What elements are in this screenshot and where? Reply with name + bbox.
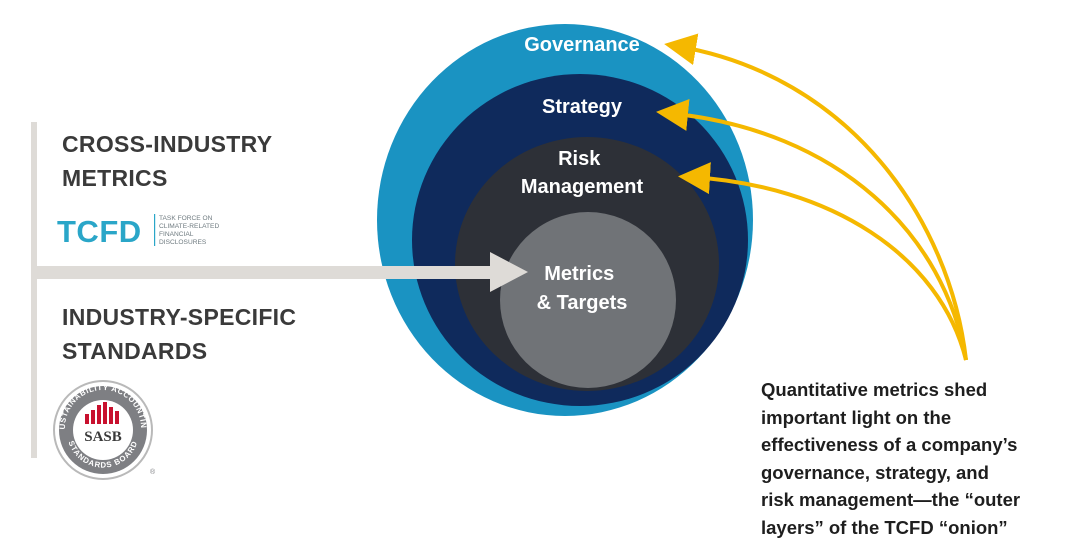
tcfd-divider xyxy=(154,214,156,246)
risk-management-arrow xyxy=(678,162,968,361)
strategy-label: Strategy xyxy=(542,96,623,118)
pointer-arrow-shaft xyxy=(37,266,499,279)
industry-specific-heading: INDUSTRY-SPECIFIC STANDARDS xyxy=(62,304,297,364)
tcfd-wordmark: TCFD xyxy=(57,214,142,249)
cross-industry-heading: CROSS-INDUSTRY METRICS xyxy=(62,131,273,191)
left-divider-bar xyxy=(31,122,37,458)
metrics-targets-layer xyxy=(500,212,676,388)
tcfd-tagline: TASK FORCE ON CLIMATE-RELATED FINANCIAL … xyxy=(159,215,221,246)
sasb-bars-icon xyxy=(85,402,119,424)
sasb-wordmark: SASB xyxy=(84,429,122,445)
risk-management-label: Risk Management xyxy=(521,148,644,198)
strategy-arrow xyxy=(656,99,968,361)
metrics-targets-label: Metrics & Targets xyxy=(537,263,628,314)
tcfd-logo: TCFD TASK FORCE ON CLIMATE-RELATED FINAN… xyxy=(57,214,221,249)
sasb-registered: ® xyxy=(150,468,156,476)
governance-label: Governance xyxy=(524,34,640,56)
governance-arrow xyxy=(664,33,968,361)
pointer-arrow-head xyxy=(490,252,528,292)
onion-caption: Quantitative metrics shed important ligh… xyxy=(761,379,1021,538)
